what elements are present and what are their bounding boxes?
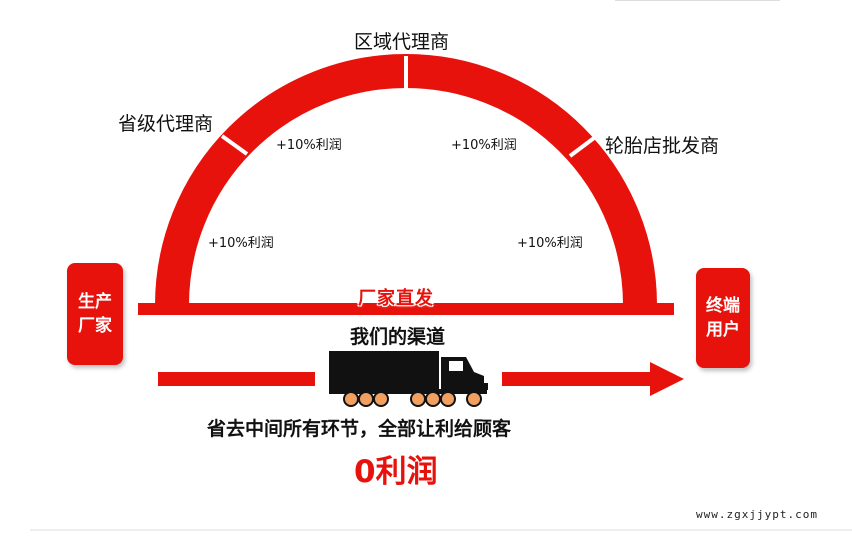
zero-profit-text: 0利润 xyxy=(354,454,438,490)
arch-tick-right xyxy=(568,136,596,158)
stage-label-provincial: 省级代理商 xyxy=(118,113,214,135)
end-user-box: 终端 用户 xyxy=(696,268,750,368)
end-user-line-1: 终端 xyxy=(706,296,740,316)
truck-icon xyxy=(329,351,488,407)
profit-label-2: +10%利润 xyxy=(451,138,517,153)
end-user-line-2: 用户 xyxy=(706,320,740,340)
stage-label-tire-shop: 轮胎店批发商 xyxy=(605,135,720,157)
arrow-shaft-right xyxy=(502,372,652,386)
arrow-head xyxy=(650,362,684,396)
direct-line-bar xyxy=(138,303,674,315)
profit-label-1: +10%利润 xyxy=(276,138,342,153)
channel-label: 我们的渠道 xyxy=(350,326,446,348)
slogan-text: 省去中间所有环节，全部让利给顾客 xyxy=(207,418,512,440)
manufacturer-line-1: 生产 xyxy=(78,292,112,312)
direct-shipping-label: 厂家直发 xyxy=(358,288,434,309)
manufacturer-line-2: 厂家 xyxy=(78,316,112,336)
watermark-text: www.zgxjjypt.com xyxy=(696,508,818,521)
distribution-arch xyxy=(155,54,657,306)
stage-label-regional: 区域代理商 xyxy=(354,31,450,53)
profit-label-3: +10%利润 xyxy=(208,236,274,251)
arch-tick-left xyxy=(220,134,249,156)
manufacturer-box: 生产 厂家 xyxy=(67,263,123,365)
profit-label-4: +10%利润 xyxy=(517,236,583,251)
arrow-shaft-left xyxy=(158,372,315,386)
